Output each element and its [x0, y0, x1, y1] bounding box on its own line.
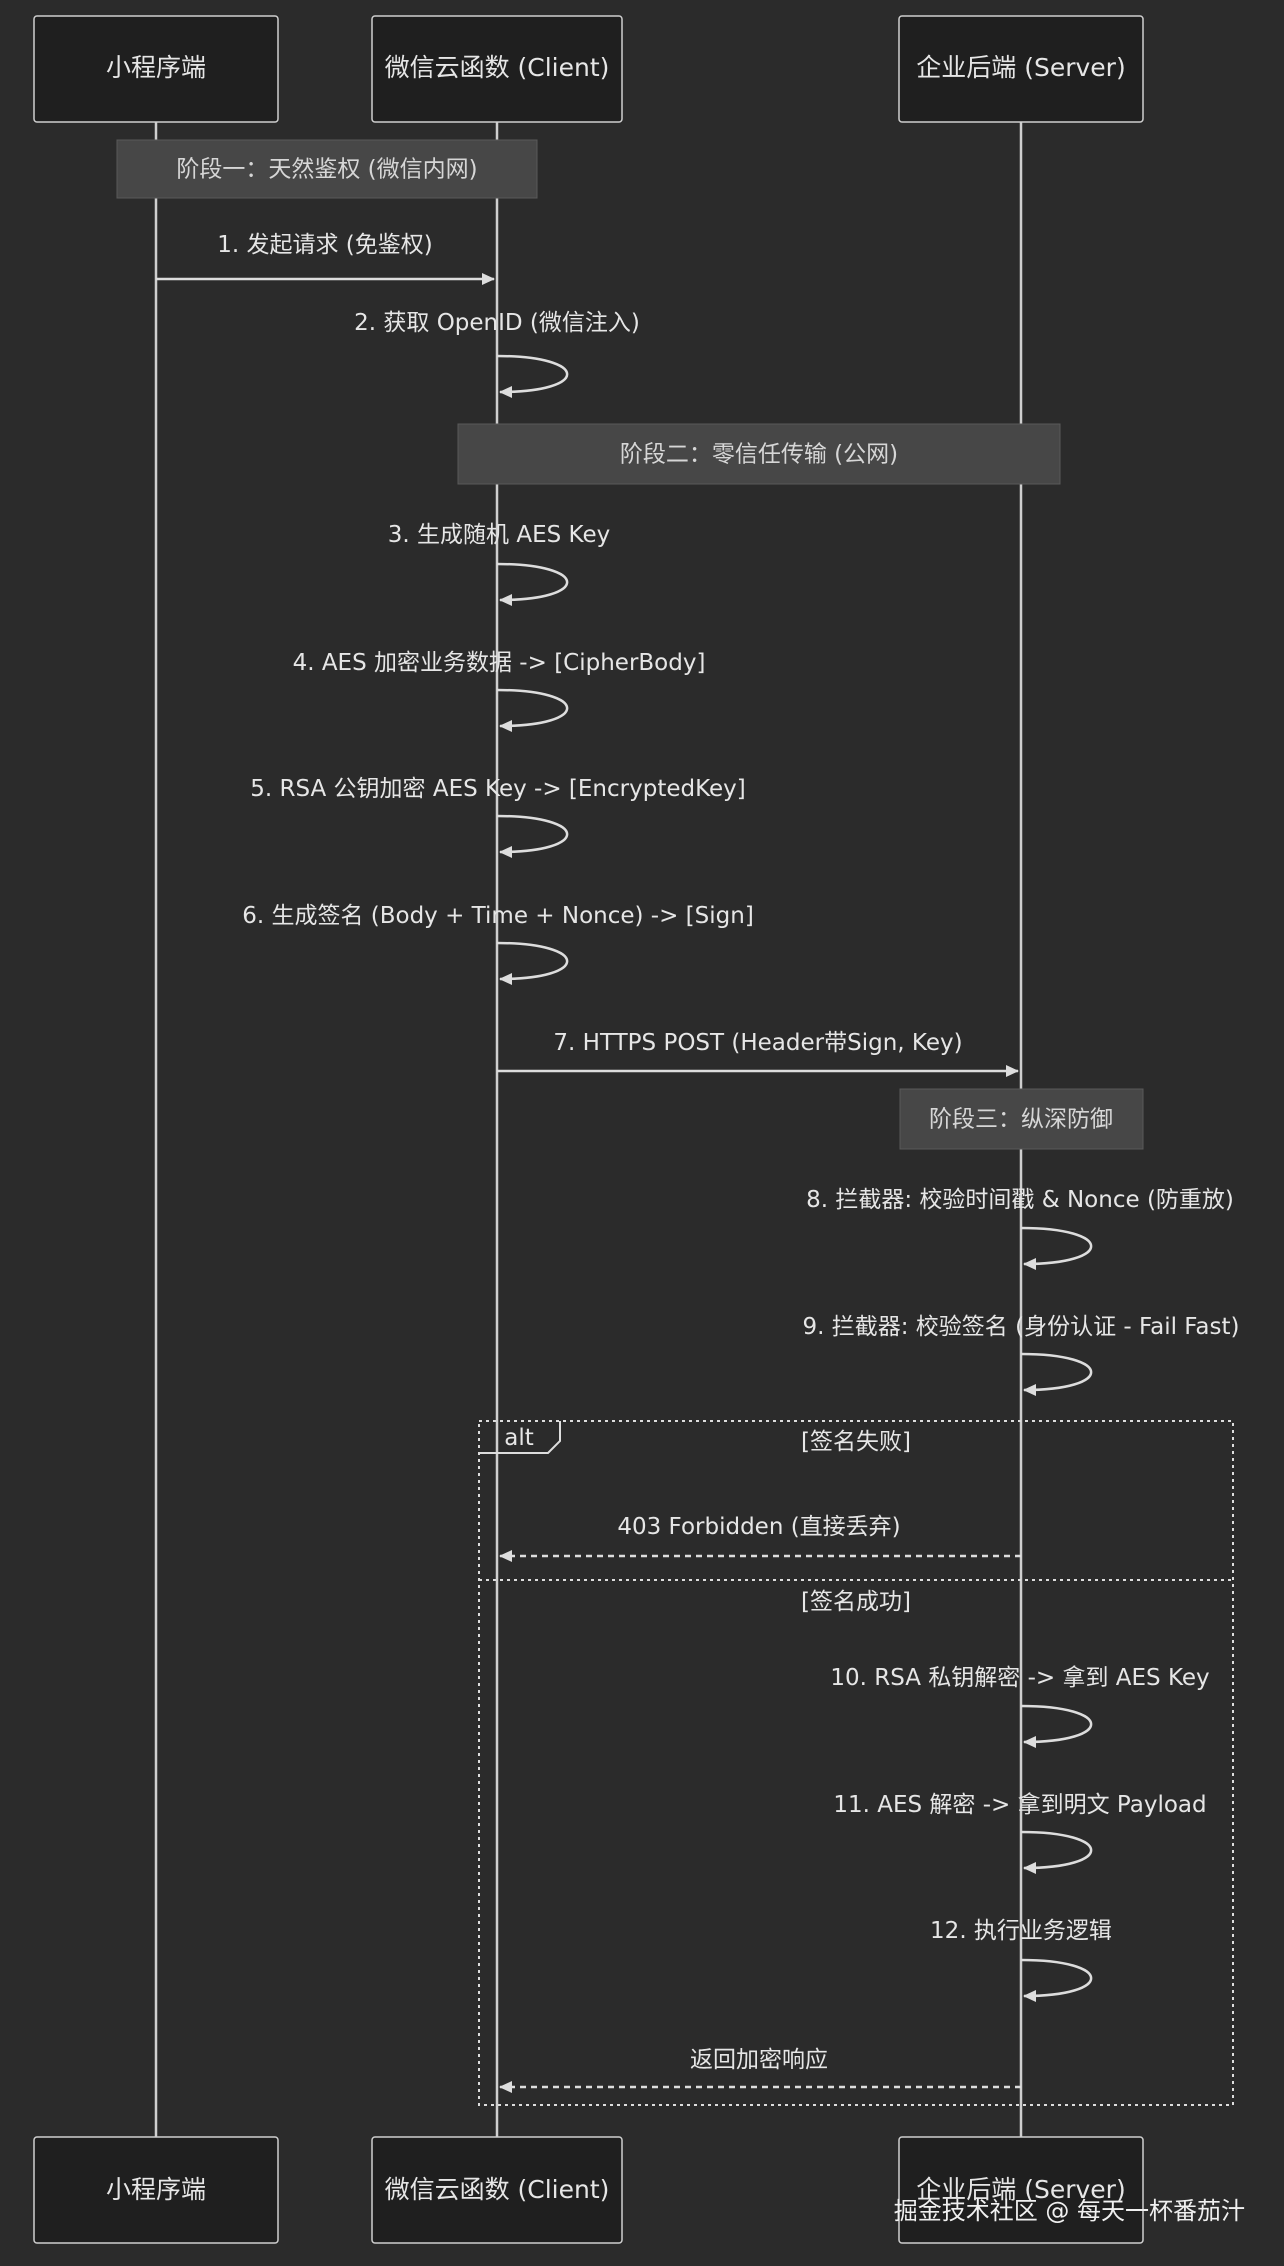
svg-text:阶段三：纵深防御: 阶段三：纵深防御 — [929, 1107, 1113, 1133]
svg-text:8. 拦截器: 校验时间戳 & Nonce (防重放): 8. 拦截器: 校验时间戳 & Nonce (防重放) — [806, 1187, 1234, 1213]
actor-miniapp-top: 小程序端 — [33, 15, 279, 123]
alt-condition-success: [签名成功] — [801, 1589, 911, 1615]
svg-text:阶段二：零信任传输 (公网): 阶段二：零信任传输 (公网) — [620, 442, 898, 468]
note-phase-3: 阶段三：纵深防御 — [899, 1088, 1144, 1150]
svg-text:12. 执行业务逻辑: 12. 执行业务逻辑 — [930, 1918, 1112, 1944]
svg-text:小程序端: 小程序端 — [106, 53, 206, 82]
message-2: 2. 获取 OpenID (微信注入) — [354, 310, 640, 398]
svg-text:企业后端 (Server): 企业后端 (Server) — [916, 53, 1125, 82]
svg-text:小程序端: 小程序端 — [106, 2175, 206, 2204]
actor-client-top: 微信云函数 (Client) — [371, 15, 623, 123]
svg-text:403 Forbidden (直接丢弃): 403 Forbidden (直接丢弃) — [617, 1514, 900, 1540]
message-6: 6. 生成签名 (Body + Time + Nonce) -> [Sign] — [242, 903, 754, 985]
message-10: 10. RSA 私钥解密 -> 拿到 AES Key — [830, 1664, 1210, 1748]
svg-text:微信云函数 (Client): 微信云函数 (Client) — [385, 53, 610, 82]
message-403: 403 Forbidden (直接丢弃) — [499, 1514, 1021, 1562]
watermark: 掘金技术社区 @ 每天一杯番茄汁 — [894, 2197, 1245, 2225]
message-8: 8. 拦截器: 校验时间戳 & Nonce (防重放) — [806, 1187, 1234, 1270]
svg-text:返回加密响应: 返回加密响应 — [690, 2047, 828, 2073]
alt-frame: alt [签名失败] [签名成功] — [478, 1420, 1234, 2106]
svg-text:5. RSA 公钥加密 AES Key -> [Encryp: 5. RSA 公钥加密 AES Key -> [EncryptedKey] — [250, 776, 746, 802]
alt-condition-fail: [签名失败] — [801, 1429, 911, 1455]
message-5: 5. RSA 公钥加密 AES Key -> [EncryptedKey] — [250, 776, 746, 858]
svg-text:1. 发起请求 (免鉴权): 1. 发起请求 (免鉴权) — [217, 232, 433, 258]
svg-text:10. RSA 私钥解密 -> 拿到 AES Key: 10. RSA 私钥解密 -> 拿到 AES Key — [830, 1664, 1209, 1691]
svg-text:2. 获取 OpenID (微信注入): 2. 获取 OpenID (微信注入) — [354, 310, 640, 336]
note-phase-2: 阶段二：零信任传输 (公网) — [457, 423, 1061, 485]
message-7: 7. HTTPS POST (Header带Sign, Key) — [497, 1030, 1019, 1077]
svg-text:微信云函数 (Client): 微信云函数 (Client) — [385, 2175, 610, 2204]
svg-text:7. HTTPS POST (Header带Sign, Ke: 7. HTTPS POST (Header带Sign, Key) — [553, 1030, 962, 1056]
svg-text:6. 生成签名 (Body + Time + Nonce): 6. 生成签名 (Body + Time + Nonce) -> [Sign] — [242, 903, 754, 929]
actor-server-top: 企业后端 (Server) — [898, 15, 1144, 123]
message-9: 9. 拦截器: 校验签名 (身份认证 - Fail Fast) — [802, 1314, 1240, 1396]
svg-text:企业后端 (Server): 企业后端 (Server) — [916, 2175, 1125, 2204]
message-encrypted-response: 返回加密响应 — [499, 2047, 1021, 2093]
message-11: 11. AES 解密 -> 拿到明文 Payload — [833, 1791, 1207, 1874]
note-phase-1: 阶段一：天然鉴权 (微信内网) — [116, 139, 538, 199]
svg-text:9. 拦截器: 校验签名 (身份认证 - Fail Fast: 9. 拦截器: 校验签名 (身份认证 - Fail Fast) — [802, 1314, 1239, 1340]
message-1: 1. 发起请求 (免鉴权) — [156, 232, 495, 285]
svg-text:11. AES 解密 -> 拿到明文 Payload: 11. AES 解密 -> 拿到明文 Payload — [833, 1791, 1206, 1818]
message-12: 12. 执行业务逻辑 — [930, 1918, 1112, 2002]
actor-server-bottom: 企业后端 (Server) — [898, 2136, 1144, 2244]
svg-text:4. AES 加密业务数据 -> [CipherBody]: 4. AES 加密业务数据 -> [CipherBody] — [293, 650, 706, 676]
alt-tag: alt — [504, 1425, 534, 1451]
svg-text:阶段一：天然鉴权 (微信内网): 阶段一：天然鉴权 (微信内网) — [176, 157, 477, 183]
actor-client-bottom: 微信云函数 (Client) — [371, 2136, 623, 2244]
svg-text:3. 生成随机 AES Key: 3. 生成随机 AES Key — [388, 522, 610, 548]
message-3: 3. 生成随机 AES Key — [388, 522, 610, 606]
actor-miniapp-bottom: 小程序端 — [33, 2136, 279, 2244]
message-4: 4. AES 加密业务数据 -> [CipherBody] — [293, 650, 706, 732]
